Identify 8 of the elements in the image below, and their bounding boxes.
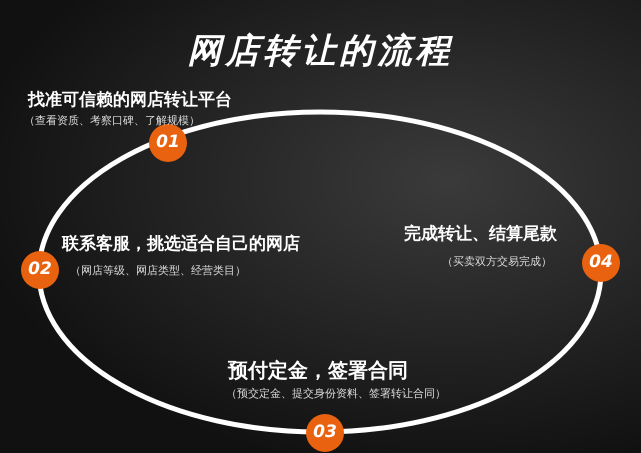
title: 网店转让的流程 — [186, 30, 454, 73]
step-heading: 完成转让、结算尾款 — [404, 223, 557, 246]
step-note: （网店等级、网店类型、经营类目） — [70, 263, 246, 279]
step-heading: 找准可信赖的网店转让平台 — [28, 89, 232, 112]
step-note: （预交定金、提交身份资料、签署转让合同） — [226, 386, 446, 402]
step-heading: 预付定金，签署合同 — [228, 357, 408, 384]
step-heading: 联系客服，挑选适合自己的网店 — [62, 233, 300, 256]
step-note: （买卖双方交易完成） — [442, 254, 552, 270]
